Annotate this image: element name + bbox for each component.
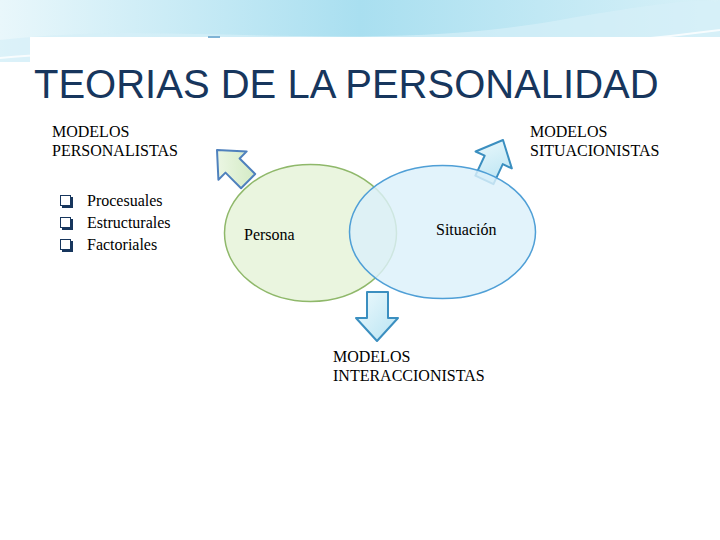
- block-arrow: [356, 292, 398, 341]
- group-heading: MODELOS PERSONALISTAS: [52, 122, 207, 160]
- checkbox-bullet: [60, 239, 71, 250]
- checkbox-bullet: [60, 195, 71, 206]
- list-item: Procesuales: [87, 191, 217, 210]
- slide-title: TEORIAS DE LA PERSONALIDAD: [34, 62, 659, 106]
- list-item: Factoriales: [87, 235, 217, 254]
- group-heading: MODELOS SITUACIONISTAS: [530, 122, 700, 160]
- node-label: Persona: [244, 225, 295, 244]
- white-panel: [30, 37, 720, 540]
- list-item: Estructurales: [87, 213, 217, 232]
- situacion-circle: Situación: [348, 164, 537, 300]
- checkbox-bullet: [60, 217, 71, 228]
- node-label: Situación: [436, 220, 496, 239]
- dash-mark: [208, 36, 220, 38]
- group-heading: MODELOS INTERACCIONISTAS: [333, 347, 523, 385]
